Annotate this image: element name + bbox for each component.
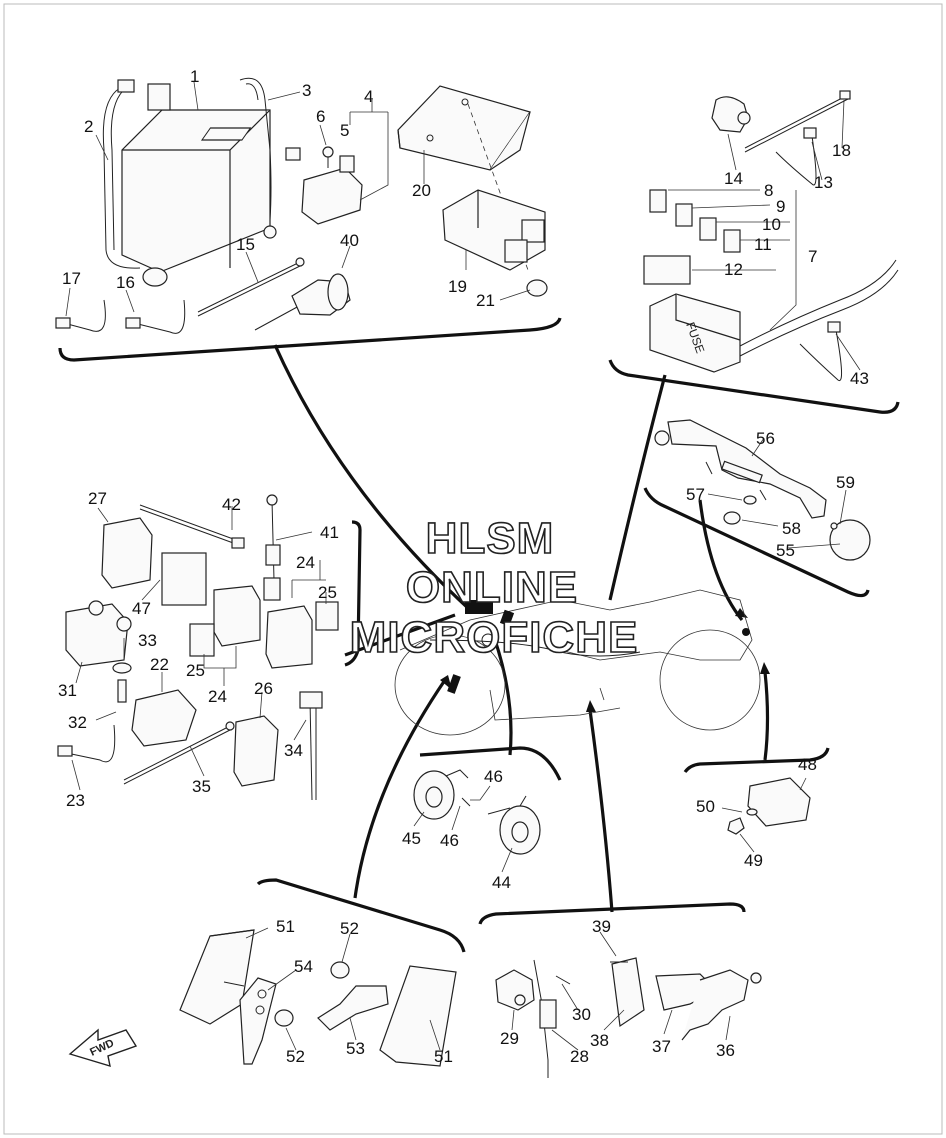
callout-56: 56 xyxy=(756,429,775,448)
callout-8: 8 xyxy=(764,181,773,200)
callout-46b: 46 xyxy=(440,831,459,850)
callout-16: 16 xyxy=(116,273,135,292)
relay-group xyxy=(57,494,339,801)
callout-22: 22 xyxy=(150,655,169,674)
callout-31: 31 xyxy=(58,681,77,700)
callout-37: 37 xyxy=(652,1037,671,1056)
callout-20: 20 xyxy=(412,181,431,200)
watermark-line2: ONLINE xyxy=(406,563,578,612)
callout-23: 23 xyxy=(66,791,85,810)
callout-39: 39 xyxy=(592,917,611,936)
watermark-line1: HLSM xyxy=(426,514,555,563)
leader-lines xyxy=(273,344,770,913)
reflector-large-group xyxy=(179,929,457,1067)
callout-25b: 25 xyxy=(186,661,205,680)
callout-labels: 1 2 3 4 5 6 7 8 9 10 11 12 13 14 15 16 1… xyxy=(58,67,869,1066)
callout-47: 47 xyxy=(132,599,151,618)
callout-17: 17 xyxy=(62,269,81,288)
callout-51b: 51 xyxy=(434,1047,453,1066)
callout-30: 30 xyxy=(572,1005,591,1024)
callout-28: 28 xyxy=(570,1047,589,1066)
callout-49: 49 xyxy=(744,851,763,870)
callout-48: 48 xyxy=(798,755,817,774)
callout-44: 44 xyxy=(492,873,511,892)
callout-36: 36 xyxy=(716,1041,735,1060)
callout-12: 12 xyxy=(724,260,743,279)
callout-leaders xyxy=(65,81,861,1051)
callout-21: 21 xyxy=(476,291,495,310)
callout-5: 5 xyxy=(340,121,349,140)
frame-border xyxy=(3,3,943,1135)
group-brackets xyxy=(58,317,900,953)
callout-29: 29 xyxy=(500,1029,519,1048)
callout-52a: 52 xyxy=(340,919,359,938)
callout-40: 40 xyxy=(340,231,359,250)
callout-7: 7 xyxy=(808,247,817,266)
callout-43: 43 xyxy=(850,369,869,388)
callout-34: 34 xyxy=(284,741,303,760)
callout-24b: 24 xyxy=(208,687,227,706)
horn-group xyxy=(413,769,541,855)
switch-group xyxy=(495,957,762,1078)
callout-33: 33 xyxy=(138,631,157,650)
callout-32: 32 xyxy=(68,713,87,732)
callout-38: 38 xyxy=(590,1031,609,1050)
callout-4: 4 xyxy=(364,87,373,106)
callout-26: 26 xyxy=(254,679,273,698)
callout-53: 53 xyxy=(346,1039,365,1058)
callout-51a: 51 xyxy=(276,917,295,936)
callout-59: 59 xyxy=(836,473,855,492)
callout-42: 42 xyxy=(222,495,241,514)
callout-14: 14 xyxy=(724,169,743,188)
callout-18: 18 xyxy=(832,141,851,160)
callout-19: 19 xyxy=(448,277,467,296)
ecu-group xyxy=(397,85,548,297)
fwd-arrow-icon: FWD xyxy=(68,1028,138,1068)
callout-9: 9 xyxy=(776,197,785,216)
motorcycle-silhouette xyxy=(394,589,761,736)
callout-45: 45 xyxy=(402,829,421,848)
callout-1: 1 xyxy=(190,67,199,86)
callout-41: 41 xyxy=(320,523,339,542)
callout-6: 6 xyxy=(316,107,325,126)
callout-35: 35 xyxy=(192,777,211,796)
callout-24a: 24 xyxy=(296,553,315,572)
reflector-small-group xyxy=(727,777,811,835)
callout-54: 54 xyxy=(294,957,313,976)
battery-group xyxy=(55,77,363,334)
callout-2: 2 xyxy=(84,117,93,136)
callout-50: 50 xyxy=(696,797,715,816)
callout-57: 57 xyxy=(686,485,705,504)
callout-52b: 52 xyxy=(286,1047,305,1066)
plate-bracket-group xyxy=(654,419,871,561)
watermark-line3: MICROFICHE xyxy=(350,613,639,662)
callout-15: 15 xyxy=(236,235,255,254)
callout-27: 27 xyxy=(88,489,107,508)
callout-11: 11 xyxy=(754,235,772,254)
callout-25a: 25 xyxy=(318,583,337,602)
callout-3: 3 xyxy=(302,81,311,100)
watermark: HLSM ONLINE MICROFICHE xyxy=(349,513,639,663)
callout-55: 55 xyxy=(776,541,795,560)
center-component-icon xyxy=(465,600,493,614)
fuse-harness-group: FUSE xyxy=(643,90,899,382)
callout-10: 10 xyxy=(762,215,781,234)
callout-46a: 46 xyxy=(484,767,503,786)
callout-58: 58 xyxy=(782,519,801,538)
battery-terminal-cover xyxy=(147,83,171,111)
callout-13: 13 xyxy=(814,173,833,192)
